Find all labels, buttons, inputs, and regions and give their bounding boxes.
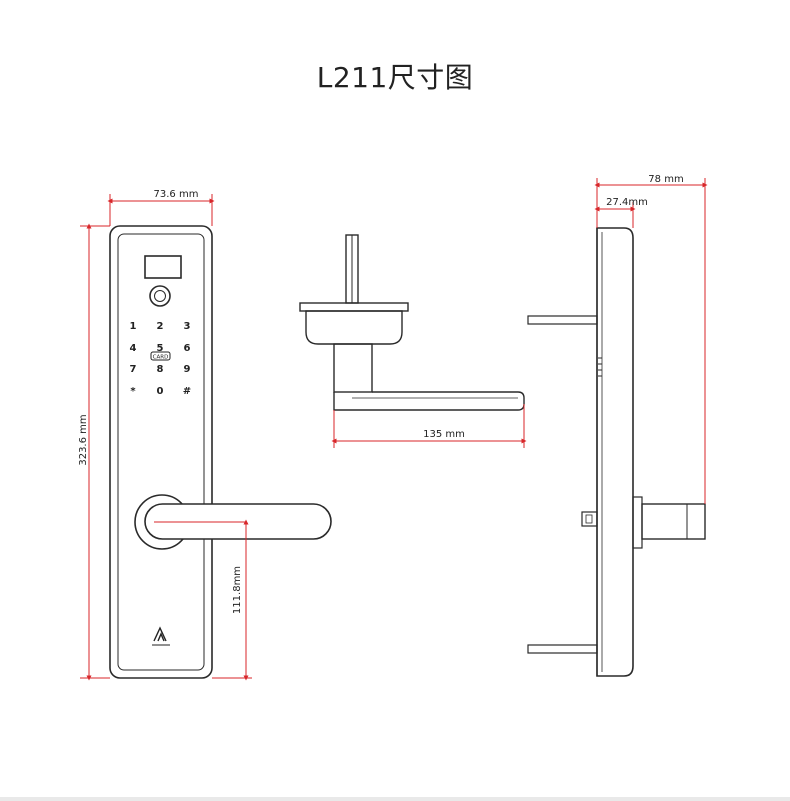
lower-screw-rod bbox=[527, 644, 598, 654]
key-4: 4 bbox=[130, 343, 137, 354]
brand-logo-icon bbox=[152, 626, 170, 646]
key-1: 1 bbox=[130, 321, 137, 332]
key-2: 2 bbox=[157, 321, 164, 332]
dim-top-length: 135 mm bbox=[331, 404, 527, 448]
key-7: 7 bbox=[130, 364, 137, 375]
mount-plate bbox=[299, 302, 409, 312]
bottom-strip bbox=[0, 797, 790, 801]
fingerprint-sensor-inner bbox=[154, 290, 166, 302]
fingerprint-sensor bbox=[149, 285, 171, 307]
front-panel-inner bbox=[117, 233, 205, 671]
side-body bbox=[596, 227, 634, 677]
side-buttons bbox=[598, 357, 602, 377]
key-3: 3 bbox=[184, 321, 191, 332]
dim-front-height: 323.6 mm bbox=[78, 223, 110, 681]
side-total-label: 78 mm bbox=[648, 174, 683, 185]
dim-side-total: 78 mm bbox=[594, 174, 708, 504]
top-length-label: 135 mm bbox=[423, 429, 465, 440]
key-5: 5 bbox=[157, 343, 164, 354]
top-lever bbox=[333, 391, 525, 411]
thumb-knob bbox=[581, 511, 598, 527]
page-title: L211尺寸图 bbox=[316, 61, 474, 94]
key-6: 6 bbox=[184, 343, 191, 354]
keypad: 1 2 3 4 5 6 7 8 9 * 0 # bbox=[130, 321, 192, 397]
key-hash: # bbox=[183, 386, 191, 397]
key-8: 8 bbox=[157, 364, 164, 375]
front-view: 1 2 3 4 5 6 7 8 9 * 0 # CARD bbox=[109, 225, 332, 679]
card-badge bbox=[150, 351, 171, 361]
dim-handle-drop: 111.8mm bbox=[154, 519, 252, 681]
side-view bbox=[527, 227, 706, 677]
top-view bbox=[299, 234, 525, 411]
card-label: CARD bbox=[153, 355, 169, 361]
handle-drop-label: 111.8mm bbox=[232, 566, 243, 614]
dim-side-body: 27.4mm bbox=[594, 197, 648, 228]
key-9: 9 bbox=[184, 364, 191, 375]
front-width-label: 73.6 mm bbox=[154, 189, 199, 200]
front-height-label: 323.6 mm bbox=[78, 414, 89, 465]
key-star: * bbox=[130, 386, 136, 397]
side-handle-rose bbox=[632, 496, 643, 549]
side-handle-lever bbox=[641, 503, 706, 540]
side-body-label: 27.4mm bbox=[606, 197, 648, 208]
upper-screw-rod bbox=[527, 315, 598, 325]
dim-front-width: 73.6 mm bbox=[107, 189, 215, 226]
top-neck bbox=[333, 343, 373, 393]
display-window bbox=[144, 255, 182, 279]
key-0: 0 bbox=[157, 386, 164, 397]
front-panel-outer bbox=[109, 225, 213, 679]
top-rose bbox=[305, 310, 403, 345]
